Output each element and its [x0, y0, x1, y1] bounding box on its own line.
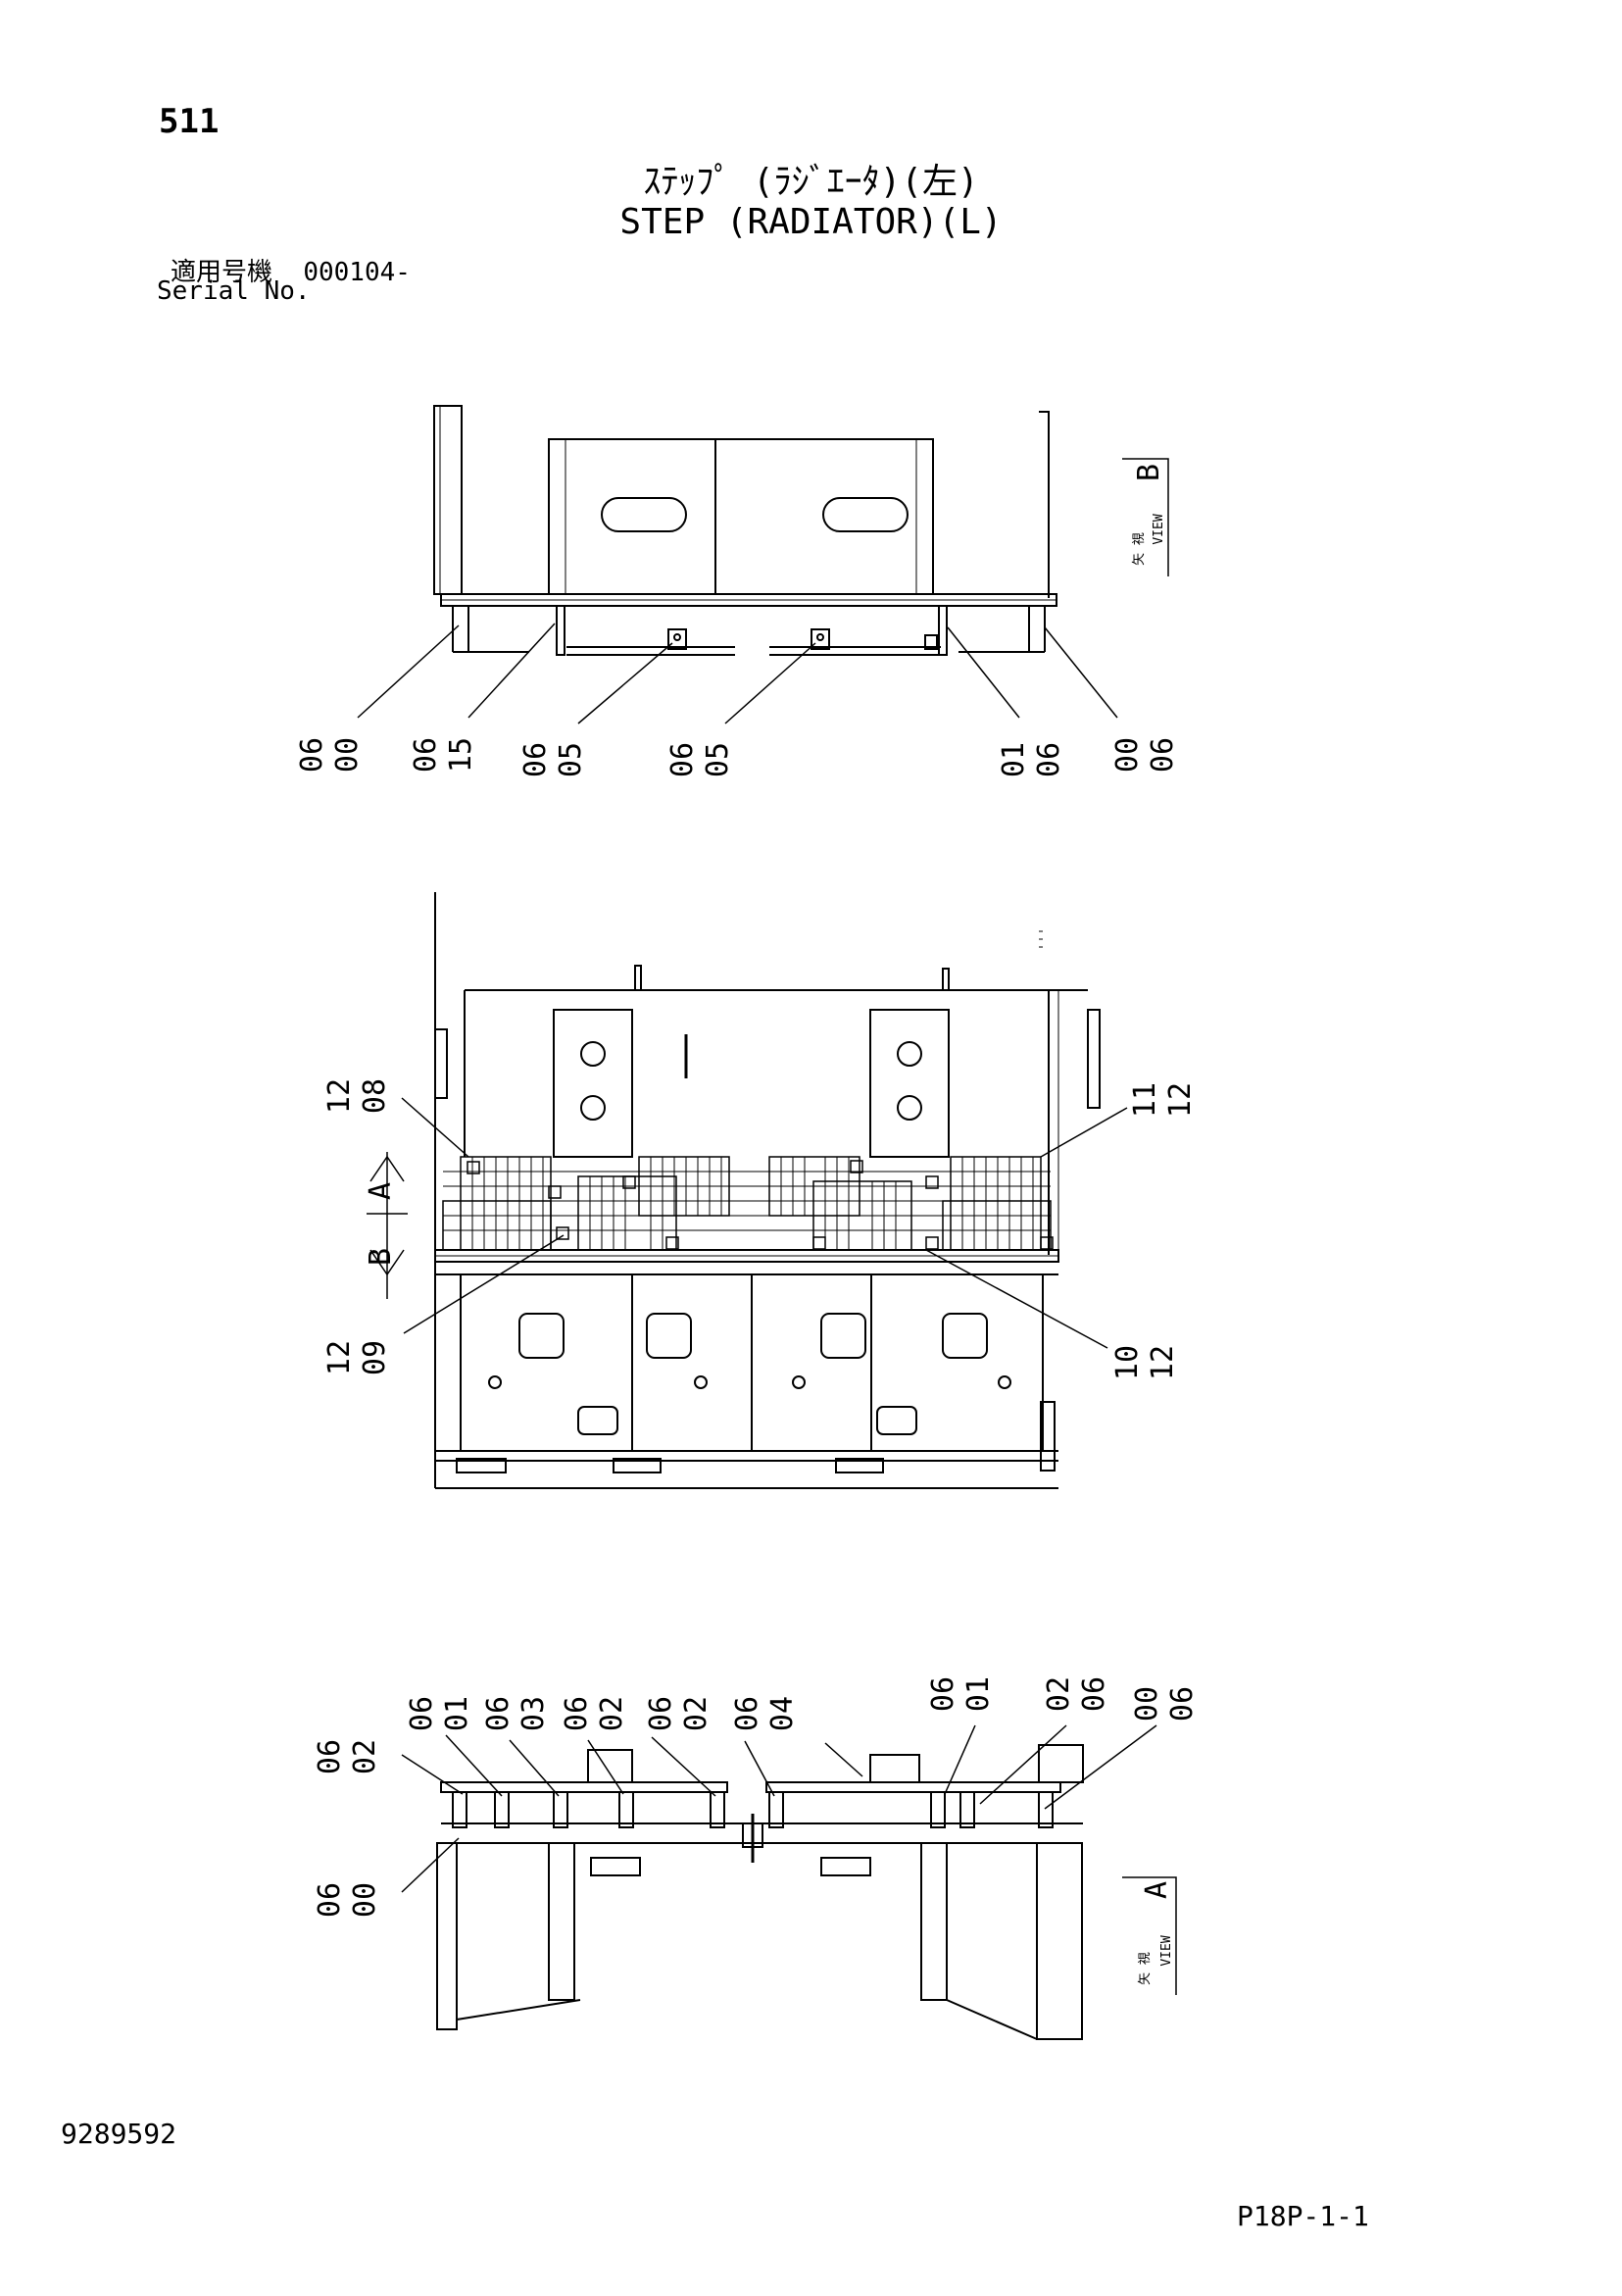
serial-label-english: Serial No. [157, 276, 311, 306]
callout-bot-lu-b: 02 [348, 1739, 382, 1774]
callout-bot-lu-a: 06 [313, 1739, 347, 1774]
callout-bot-ll-b: 00 [348, 1882, 382, 1918]
callout-bot-ll-a: 06 [313, 1882, 347, 1918]
callout-top-3-b: 05 [554, 742, 588, 777]
callout-mid-rt-a: 11 [1128, 1082, 1162, 1118]
callout-top-3-a: 06 [518, 742, 553, 777]
callout-bot-4-a: 06 [644, 1696, 678, 1731]
callout-bot-6-b: 01 [961, 1676, 996, 1712]
callout-mid-lb-a: 12 [322, 1340, 357, 1375]
callout-mid-rb-b: 12 [1146, 1345, 1180, 1380]
callout-mid-lb-b: 09 [358, 1340, 392, 1375]
view-b-label-en: VIEW [1152, 514, 1166, 544]
callout-bot-8-a: 00 [1130, 1686, 1164, 1722]
callout-top-2-a: 06 [409, 737, 443, 773]
callout-mid-lt-a: 12 [322, 1078, 357, 1114]
callout-top-6-a: 00 [1110, 737, 1145, 773]
callout-bot-3-b: 02 [595, 1696, 629, 1731]
title-japanese: ｽﾃｯﾌﾟ (ﾗｼﾞｴｰﾀ)(左) [643, 162, 979, 202]
callout-bot-1-b: 01 [440, 1696, 474, 1731]
callout-bot-6-a: 06 [926, 1676, 960, 1712]
callout-top-4-b: 05 [701, 742, 735, 777]
callout-bot-5-a: 06 [730, 1696, 764, 1731]
callout-top-2-b: 15 [444, 737, 478, 773]
section-marker-a: A [364, 1182, 398, 1200]
callout-top-1-b: 00 [330, 737, 365, 773]
callout-bot-3-a: 06 [560, 1696, 594, 1731]
callout-top-1-a: 06 [295, 737, 329, 773]
page-number: 511 [159, 102, 220, 141]
top-view [357, 405, 1118, 724]
view-a-letter: A [1140, 1881, 1174, 1899]
title-english: STEP (RADIATOR)(L) [619, 202, 1003, 242]
callout-bot-1-a: 06 [405, 1696, 439, 1731]
view-b-label-jp: 矢 視 [1132, 532, 1147, 566]
callout-mid-rt-b: 12 [1163, 1082, 1198, 1118]
callout-top-6-b: 06 [1146, 737, 1180, 773]
plan-view [367, 892, 1128, 1489]
callout-bot-7-a: 02 [1042, 1676, 1076, 1712]
sheet-code: P18P-1-1 [1237, 2200, 1369, 2232]
serial-number-row: 適用号機 000104- [171, 252, 411, 288]
callout-top-5-a: 01 [997, 742, 1031, 777]
view-b-letter: B [1132, 464, 1166, 481]
callout-top-5-b: 06 [1032, 742, 1066, 777]
view-a-label-jp: 矢 視 [1138, 1952, 1153, 1985]
callout-bot-7-b: 06 [1077, 1676, 1111, 1712]
callout-bot-4-b: 02 [679, 1696, 713, 1731]
document-number: 9289592 [61, 2118, 177, 2150]
callout-bot-8-b: 06 [1165, 1686, 1200, 1722]
view-b-box: B VIEW 矢 視 [1122, 458, 1169, 576]
view-a-label-en: VIEW [1159, 1935, 1174, 1966]
serial-value: 000104- [303, 258, 411, 287]
serial-label-japanese: 適用号機 [171, 258, 273, 287]
callout-bot-2-b: 03 [516, 1696, 551, 1731]
callout-mid-lt-b: 08 [358, 1078, 392, 1114]
callout-bot-5-b: 04 [765, 1696, 800, 1731]
side-view [401, 1724, 1157, 2040]
callout-top-4-a: 06 [665, 742, 700, 777]
view-a-box: A VIEW 矢 視 [1122, 1876, 1177, 1995]
callout-mid-rb-a: 10 [1110, 1345, 1145, 1380]
callout-bot-2-a: 06 [481, 1696, 516, 1731]
section-marker-b: B [364, 1248, 398, 1266]
